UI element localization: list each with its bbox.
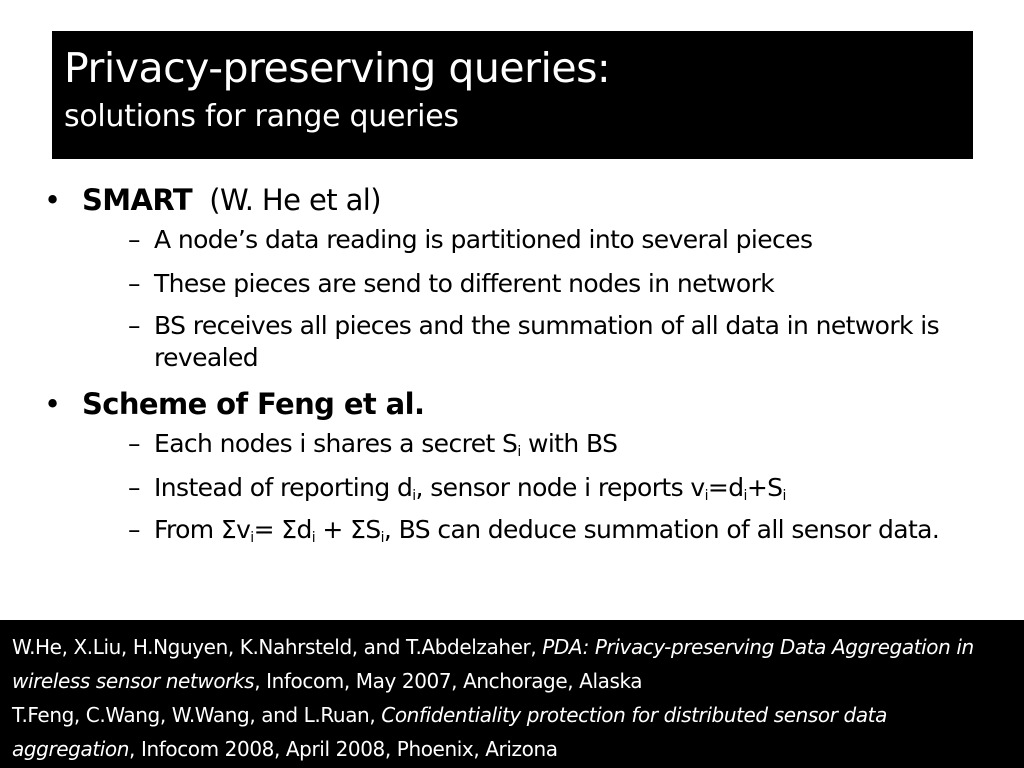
subscript: i xyxy=(250,530,254,546)
title-box: Privacy-preserving queries: solutions fo… xyxy=(52,31,973,159)
reference-2: T.Feng, C.Wang, W.Wang, and L.Ruan, Conf… xyxy=(12,698,1012,766)
sub-text: Each nodes i shares a secret S xyxy=(154,429,518,458)
bullet-smart: SMART (W. He et al) xyxy=(44,178,1004,222)
subscript: i xyxy=(311,530,316,546)
sub-bullet: Each nodes i shares a secret Si with BS xyxy=(128,426,1004,462)
reference-venue: , Infocom, May 2007, Anchorage, Alaska xyxy=(254,669,643,693)
subscript: i xyxy=(743,488,748,504)
reference-authors: W.He, X.Liu, H.Nguyen, K.Nahrsteld, and … xyxy=(12,635,543,659)
sub-bullet: A node’s data reading is partitioned int… xyxy=(128,222,1004,258)
sigma-symbol: Σ xyxy=(281,515,297,544)
bullet-smart-name: SMART xyxy=(82,183,193,217)
sub-text: S xyxy=(365,515,381,544)
subscript: i xyxy=(782,488,786,504)
sigma-symbol: Σ xyxy=(350,515,366,544)
references-footer: W.He, X.Liu, H.Nguyen, K.Nahrsteld, and … xyxy=(0,620,1024,768)
slide-subtitle: solutions for range queries xyxy=(64,99,459,134)
reference-title: Confidentiality protection for distribut… xyxy=(12,703,887,761)
reference-authors: T.Feng, C.Wang, W.Wang, and L.Ruan, xyxy=(12,703,382,727)
sub-text: +S xyxy=(746,473,783,502)
sub-text: d xyxy=(296,515,313,544)
subscript: i xyxy=(412,488,416,504)
sub-bullet: From Σvi= Σdi + ΣSi, BS can deduce summa… xyxy=(128,514,1004,546)
subscript: i xyxy=(704,488,709,504)
reference-venue: , Infocom 2008, April 2008, Phoenix, Ari… xyxy=(129,737,558,761)
bullet-feng: Scheme of Feng et al. xyxy=(44,382,1004,426)
bullet-feng-name: Scheme of Feng et al. xyxy=(82,387,425,421)
sub-text: + xyxy=(315,515,351,544)
slide-content: SMART (W. He et al) A node’s data readin… xyxy=(44,178,1004,554)
sub-text: with BS xyxy=(520,429,618,458)
sub-text: Instead of reporting d xyxy=(154,473,413,502)
subscript: i xyxy=(380,530,385,546)
reference-1: W.He, X.Liu, H.Nguyen, K.Nahrsteld, and … xyxy=(12,630,1012,698)
sub-bullet: These pieces are send to different nodes… xyxy=(128,266,1004,302)
subscript: i xyxy=(517,444,521,460)
sub-text: , sensor node i reports v xyxy=(415,473,706,502)
sub-text: , BS can deduce summation of all sensor … xyxy=(383,515,940,544)
sub-bullet: Instead of reporting di, sensor node i r… xyxy=(128,470,1004,506)
sub-text: =d xyxy=(707,473,744,502)
sub-text: = xyxy=(253,515,282,544)
slide-title: Privacy-preserving queries: xyxy=(64,44,611,92)
sub-text: From xyxy=(154,515,221,544)
sigma-symbol: Σ xyxy=(220,515,237,544)
sub-text: v xyxy=(236,515,251,544)
bullet-smart-authors: (W. He et al) xyxy=(192,183,381,217)
reference-title: PDA: Privacy-preserving Data Aggregation… xyxy=(12,635,974,693)
sub-bullet: BS receives all pieces and the summation… xyxy=(128,310,1004,374)
